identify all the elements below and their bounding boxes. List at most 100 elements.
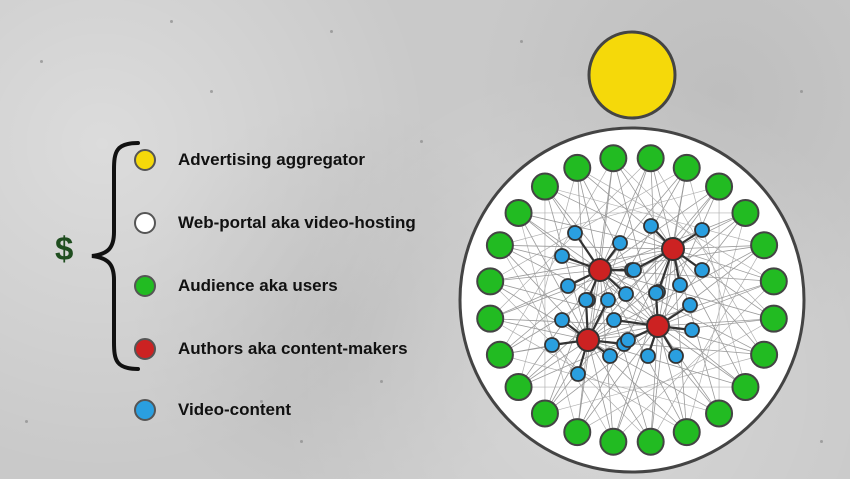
audience-link: [499, 245, 589, 341]
audience-link: [576, 339, 589, 433]
audience-node: [759, 267, 788, 296]
audience-node: [672, 418, 701, 447]
audience-link: [518, 248, 674, 388]
audience-link: [544, 325, 659, 414]
audience-node: [750, 340, 779, 369]
audience-link: [587, 158, 614, 341]
audience-link: [499, 244, 659, 327]
audience-link: [599, 167, 688, 271]
video-content-node: [560, 278, 576, 294]
audience-link: [657, 325, 720, 414]
audience-link: [650, 248, 674, 442]
audience-link: [544, 248, 674, 414]
audience-link: [657, 280, 774, 327]
texture-speck: [330, 30, 333, 33]
audience-link: [490, 167, 687, 282]
audience-link: [576, 167, 601, 271]
audience-node: [636, 144, 665, 173]
legend-label: Authors aka content-makers: [178, 339, 408, 358]
video-content-node: [620, 332, 636, 348]
video-content-node: [682, 297, 698, 313]
audience-link: [657, 325, 746, 388]
video-content-node: [570, 366, 586, 382]
texture-speck: [210, 90, 213, 93]
texture-speck: [260, 400, 263, 403]
audience-node: [599, 427, 628, 456]
author-node: [661, 237, 685, 261]
video-content-node: [672, 277, 688, 293]
audience-link: [499, 269, 601, 356]
white-circle-icon: [134, 212, 156, 234]
texture-speck: [820, 440, 823, 443]
audience-node: [485, 340, 514, 369]
audience-node: [731, 198, 760, 227]
audience-link: [672, 244, 765, 250]
video-content-node: [554, 248, 570, 264]
audience-link: [490, 318, 589, 341]
audience-link: [599, 158, 652, 271]
green-circle-icon: [134, 275, 156, 297]
author-node: [588, 258, 612, 282]
audience-link: [650, 158, 674, 250]
audience-node: [504, 198, 533, 227]
legend-item-authors: Authors aka content-makers: [134, 334, 408, 364]
author-node: [576, 328, 600, 352]
video-content-node: [544, 337, 560, 353]
audience-node: [705, 399, 734, 428]
legend-item-aggregator: Advertising aggregator: [134, 145, 365, 175]
audience-node: [530, 172, 559, 201]
audience-node: [476, 304, 505, 333]
audience-node: [485, 231, 514, 260]
audience-link: [544, 186, 589, 341]
video-content-node: [640, 348, 656, 364]
audience-node: [530, 399, 559, 428]
video-content-node: [606, 312, 622, 328]
audience-link: [599, 269, 774, 320]
audience-link: [544, 186, 765, 246]
video-content-node: [554, 312, 570, 328]
audience-link: [577, 167, 674, 250]
audience-link: [518, 212, 601, 271]
video-content-node: [643, 218, 659, 234]
audience-link: [587, 167, 688, 341]
texture-speck: [420, 140, 423, 143]
legend-label: Web-portal aka video-hosting: [178, 213, 416, 232]
audience-link: [587, 339, 746, 388]
audience-link: [650, 245, 765, 442]
legend-label: Video-content: [178, 400, 292, 419]
video-content-node: [618, 286, 634, 302]
video-content-node: [684, 322, 700, 338]
texture-speck: [300, 440, 303, 443]
audience-node: [563, 153, 592, 182]
audience-link: [613, 281, 775, 443]
audience-link: [576, 325, 659, 433]
legend-label: Audience aka users: [178, 276, 338, 295]
audience-node: [731, 373, 760, 402]
audience-link: [657, 325, 688, 433]
video-content-node: [600, 292, 616, 308]
audience-link: [490, 280, 659, 327]
audience-node: [563, 418, 592, 447]
video-content-node: [694, 262, 710, 278]
audience-link: [544, 186, 674, 250]
texture-speck: [520, 40, 523, 43]
audience-node: [750, 231, 779, 260]
texture-speck: [170, 20, 173, 23]
audience-link: [613, 157, 775, 319]
legend-item-audience: Audience aka users: [134, 271, 338, 301]
video-content-node: [648, 285, 664, 301]
audience-link: [518, 212, 589, 341]
audience-link: [490, 248, 674, 320]
audience-link: [490, 318, 659, 327]
video-content-node: [578, 292, 594, 308]
audience-node: [759, 304, 788, 333]
video-content-node: [694, 222, 710, 238]
audience-link: [518, 212, 674, 250]
audience-link: [499, 186, 720, 246]
audience-node: [599, 144, 628, 173]
audience-link: [587, 339, 652, 442]
audience-node: [504, 373, 533, 402]
audience-link: [672, 248, 765, 355]
yellow-circle-icon: [134, 149, 156, 171]
audience-link: [587, 339, 614, 442]
